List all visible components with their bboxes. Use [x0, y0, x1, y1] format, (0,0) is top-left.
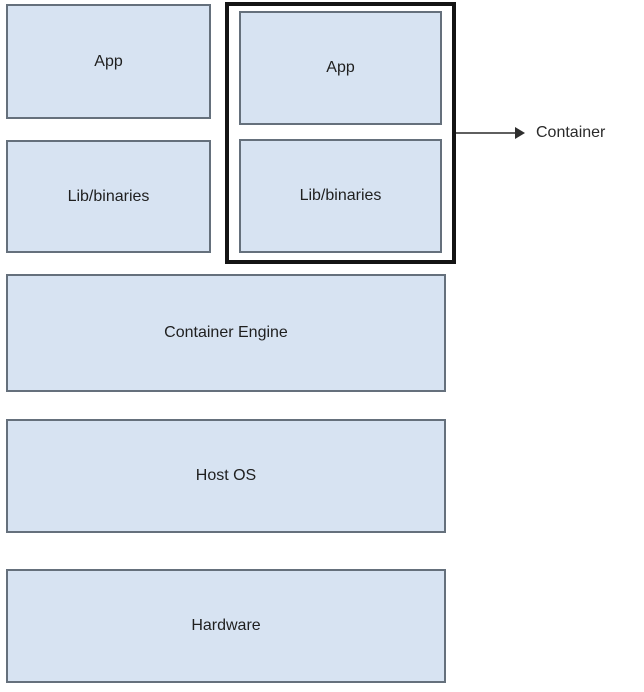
arrow-right-icon [515, 127, 525, 139]
box-host-os: Host OS [6, 419, 446, 533]
box-app-container-label: App [326, 59, 355, 76]
box-lib-binaries-container-label: Lib/binaries [299, 187, 382, 204]
box-container-engine-label: Container Engine [164, 324, 288, 341]
box-lib-binaries-left-label: Lib/binaries [67, 187, 150, 205]
container-callout-label: Container [536, 124, 606, 141]
box-app-container: App [239, 11, 442, 125]
box-app-left: App [6, 4, 211, 119]
box-lib-binaries-left: Lib/binaries [6, 140, 211, 253]
box-hardware-label: Hardware [191, 617, 261, 634]
box-app-left-label: App [94, 52, 123, 70]
container-group-outline: App Lib/binaries [225, 2, 456, 264]
box-host-os-label: Host OS [195, 467, 257, 484]
box-container-engine: Container Engine [6, 274, 446, 392]
container-callout-arrow-line [456, 132, 516, 134]
box-lib-binaries-container: Lib/binaries [239, 139, 442, 253]
box-hardware: Hardware [6, 569, 446, 683]
